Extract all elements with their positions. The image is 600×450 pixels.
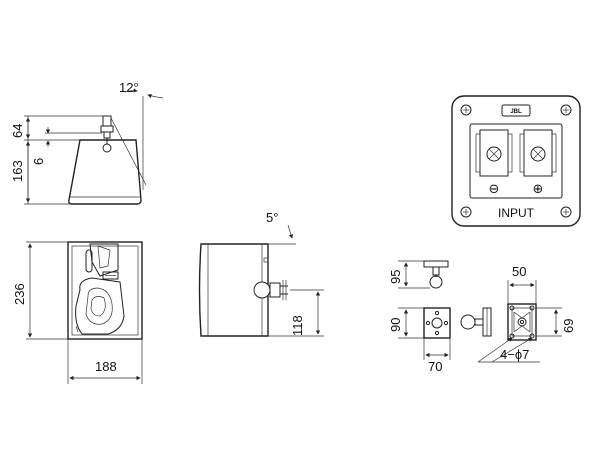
front-cabinet	[67, 241, 143, 340]
dim-163: 163	[10, 160, 25, 182]
bracket-detail: 95 90 70 50	[388, 260, 576, 374]
plus-icon: ⊕	[533, 181, 544, 196]
terminal-screw-icon	[530, 146, 546, 162]
wall-plate	[507, 303, 537, 341]
plate-screw-icon	[460, 104, 572, 218]
bracket-top-plate	[423, 260, 449, 268]
bracket-mount-plate	[423, 307, 451, 339]
dim-90: 90	[388, 318, 403, 332]
side-cabinet	[198, 243, 269, 337]
terminal-panel: JBL ⊖ ⊕ INPUT	[451, 95, 581, 227]
terminal-plus	[523, 129, 553, 177]
top-view: 12° 64 6 163	[10, 80, 164, 205]
top-cabinet	[68, 139, 142, 205]
dim-188: 188	[95, 359, 117, 374]
minus-icon: ⊖	[489, 181, 500, 196]
front-logo	[102, 271, 119, 280]
dim-95: 95	[388, 270, 403, 284]
input-label: INPUT	[498, 206, 535, 220]
top-mount-ball	[102, 143, 112, 153]
dim-70: 70	[428, 359, 442, 374]
front-view: 236 188	[12, 241, 143, 384]
mount-hole-icon	[509, 305, 515, 311]
brand-logo: JBL	[510, 109, 522, 115]
terminal-plate	[451, 95, 581, 227]
side-mount-ball	[253, 281, 271, 299]
side-view: 5° 118	[198, 210, 324, 337]
top-bracket-stem	[102, 115, 112, 127]
dim-236: 236	[12, 283, 27, 305]
dim-118: 118	[290, 315, 305, 336]
dim-hole: 4−ϕ7	[500, 347, 529, 362]
mount-hole-icon	[529, 305, 535, 311]
dim-angle-side: 5°	[266, 210, 278, 225]
dim-angle-top: 12°	[119, 80, 139, 95]
front-woofer	[75, 277, 125, 335]
brand-badge	[501, 104, 531, 117]
terminal-minus	[479, 129, 509, 177]
dim-50: 50	[512, 264, 526, 279]
terminal-screw-icon	[486, 146, 502, 162]
dim-64: 64	[10, 124, 25, 138]
dim-69: 69	[561, 319, 576, 333]
dim-6: 6	[31, 158, 46, 165]
